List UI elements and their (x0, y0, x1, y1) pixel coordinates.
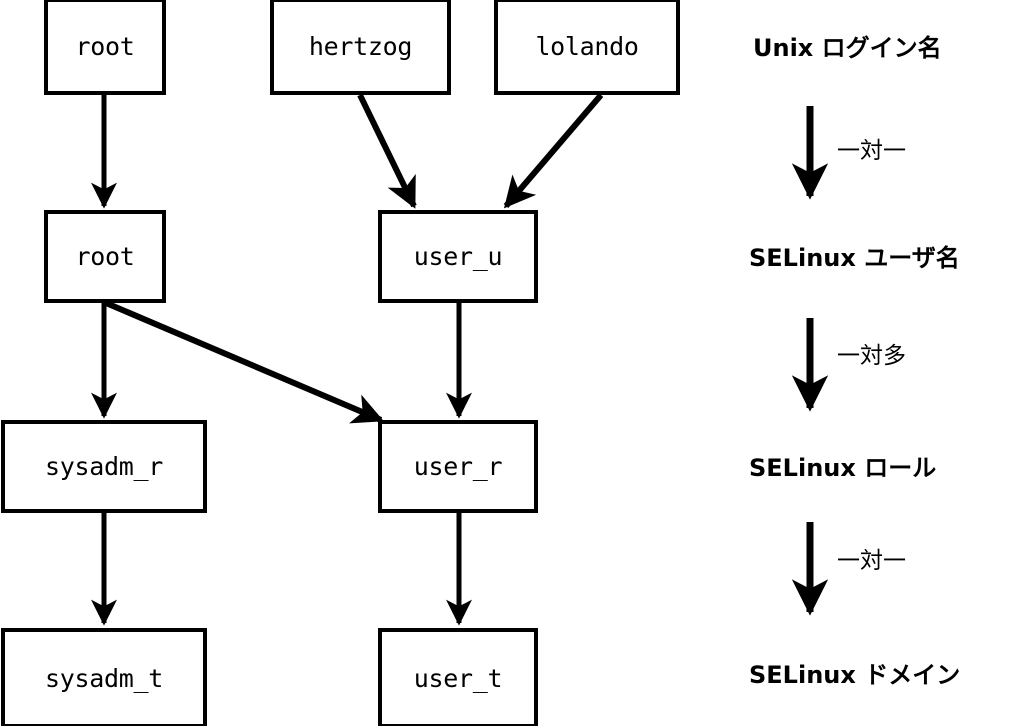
legend-relation-user-to-role: 一対多 (837, 343, 906, 369)
legend-tier-selinux-domain: SELinux ドメイン (749, 661, 961, 689)
node-login-hertzog[interactable]: hertzog (270, 0, 451, 95)
node-domain-user-t-label: user_t (413, 663, 503, 693)
node-role-sysadm-r-label: sysadm_r (44, 452, 163, 481)
node-login-lolando[interactable]: lolando (494, 0, 680, 95)
node-role-user-r-label: user_r (413, 452, 503, 481)
legend-relation-role-to-domain: 一対一 (837, 548, 906, 574)
legend-tier-selinux-user: SELinux ユーザ名 (749, 244, 960, 272)
node-seuser-user-u[interactable]: user_u (378, 210, 538, 303)
legend-tier-selinux-role: SELinux ロール (749, 454, 937, 482)
legend-tier-unix-login: Unix ログイン名 (753, 34, 942, 62)
edge-login-hertzog-to-seuser-user_u (357, 93, 417, 209)
node-role-sysadm-r[interactable]: sysadm_r (1, 420, 207, 513)
edge-seuser-root-to-role-user_r (104, 300, 384, 424)
node-seuser-root-label: root (75, 242, 135, 271)
edge-login-lolando-to-seuser-user_u (503, 93, 604, 209)
node-domain-sysadm-t[interactable]: sysadm_t (1, 628, 207, 726)
legend-relation-login-to-user: 一対一 (837, 138, 906, 164)
node-seuser-user-u-label: user_u (413, 242, 503, 271)
node-login-root-label: root (75, 32, 135, 61)
node-domain-sysadm-t-label: sysadm_t (44, 663, 163, 693)
node-role-user-r[interactable]: user_r (378, 420, 538, 513)
node-login-hertzog-label: hertzog (308, 32, 413, 61)
node-login-lolando-label: lolando (535, 32, 639, 61)
node-domain-user-t[interactable]: user_t (378, 628, 538, 726)
node-seuser-root[interactable]: root (44, 210, 166, 303)
node-login-root[interactable]: root (44, 0, 166, 95)
